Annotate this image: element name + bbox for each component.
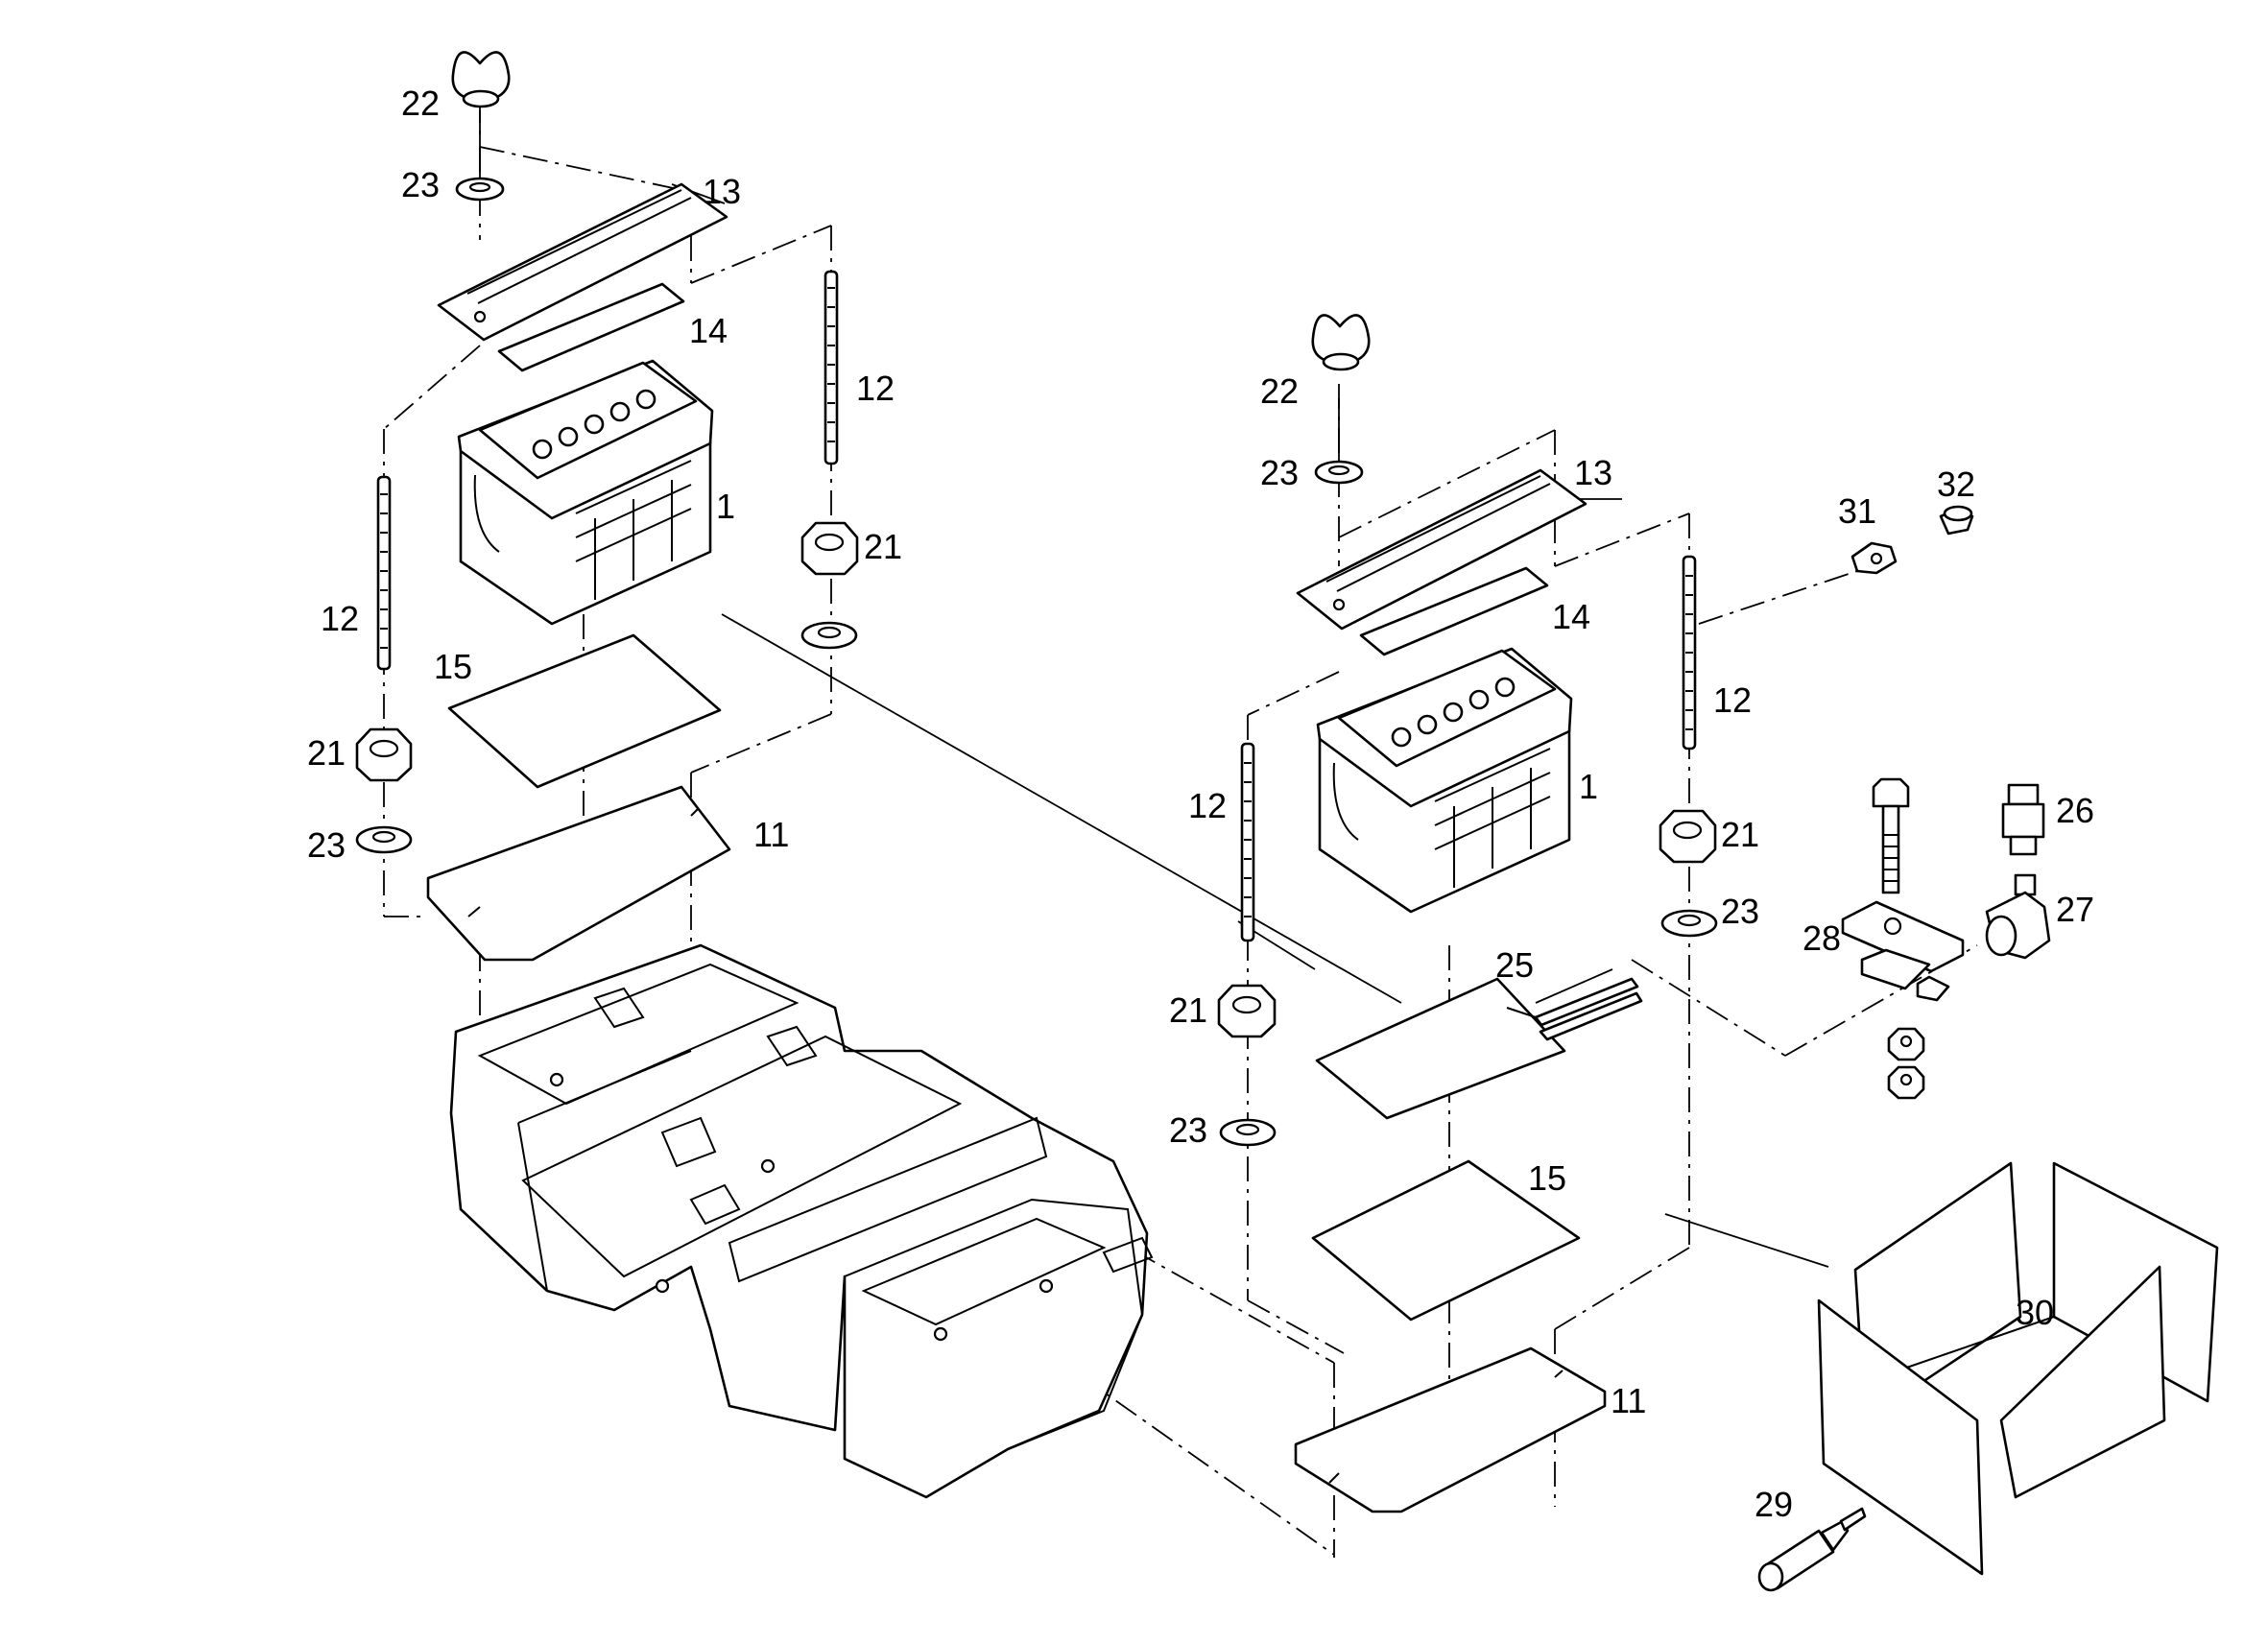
washer-icon [1314, 460, 1364, 485]
callout-21: 21 [1169, 990, 1207, 1030]
callout-30: 30 [2016, 1293, 2054, 1332]
battery-icon [457, 359, 714, 626]
hex-nut-icon [1217, 984, 1277, 1038]
callout-23: 23 [307, 825, 346, 865]
callout-12: 12 [856, 369, 895, 408]
clamp-pad [1359, 566, 1549, 656]
callout-1: 1 [1579, 767, 1598, 806]
insulation-box-icon [1817, 1161, 2219, 1576]
callout-12: 12 [1713, 680, 1752, 720]
callout-22: 22 [1260, 371, 1299, 411]
threaded-rod-icon [1240, 742, 1255, 942]
washer-icon [455, 177, 505, 202]
threaded-rod-icon [376, 475, 392, 671]
heater-plate [1315, 977, 1643, 1120]
grease-tube-icon [1757, 1507, 1867, 1592]
bolt-icon [1872, 777, 1910, 894]
callout-14: 14 [689, 311, 728, 350]
callout-12: 12 [1188, 786, 1227, 825]
hex-nut-icon [1887, 1065, 1925, 1100]
callout-23: 23 [1721, 892, 1759, 931]
callout-26: 26 [2056, 791, 2094, 830]
callout-11: 11 [1611, 1381, 1646, 1420]
callout-23: 23 [401, 165, 440, 204]
battery-cell-caps [532, 389, 657, 460]
cable-clamp-icon [1841, 900, 1965, 1002]
battery-mat [1311, 1159, 1581, 1322]
washer-icon [800, 621, 858, 650]
accessory-parts [1757, 505, 2219, 1592]
callout-32: 32 [1937, 465, 1975, 504]
callout-15: 15 [434, 647, 472, 686]
chassis-frame [449, 943, 1154, 1499]
washer-icon [1219, 1118, 1277, 1147]
callout-12: 12 [321, 599, 359, 638]
callout-21: 21 [864, 527, 902, 566]
elbow-fitting-icon [1985, 873, 2051, 960]
left-battery-assembly [355, 51, 1154, 1499]
callout-11: 11 [753, 815, 789, 854]
right-battery-assembly [1217, 314, 1718, 1513]
callout-22: 22 [401, 83, 440, 123]
cable-connector-icon [1850, 541, 1898, 575]
callout-21: 21 [307, 733, 346, 773]
callout-28: 28 [1802, 918, 1841, 958]
callout-1: 1 [716, 487, 735, 526]
battery-icon [1316, 647, 1573, 914]
hold-down-clamp [1296, 468, 1588, 631]
hold-down-clamp [437, 182, 728, 342]
battery-mat [447, 633, 722, 789]
washer-icon [355, 825, 413, 854]
callout-labels: 22 23 13 14 12 1 21 12 15 21 23 11 22 23… [307, 83, 2094, 1524]
callout-13: 13 [703, 172, 741, 211]
wing-nut-icon [1311, 314, 1371, 371]
hex-nut-icon [1659, 809, 1717, 864]
callout-29: 29 [1755, 1485, 1793, 1524]
hex-nut-icon [1887, 1027, 1925, 1061]
threaded-rod-icon [1682, 555, 1697, 751]
hex-nut-icon [800, 521, 859, 576]
callout-13: 13 [1574, 453, 1612, 492]
threaded-rod-icon [824, 270, 839, 465]
callout-23: 23 [1169, 1110, 1207, 1150]
battery-tray [1294, 1346, 1607, 1513]
battery-tray [426, 785, 731, 962]
hex-nut-icon [355, 727, 413, 782]
clamp-pad [497, 282, 685, 372]
callout-25: 25 [1495, 945, 1534, 985]
callout-14: 14 [1552, 597, 1590, 636]
washer-icon [1660, 909, 1718, 938]
wing-nut-icon [451, 51, 511, 108]
battery-cell-caps [1391, 677, 1516, 748]
callout-31: 31 [1838, 491, 1876, 531]
callout-21: 21 [1721, 815, 1759, 854]
callout-15: 15 [1528, 1158, 1566, 1198]
screw-icon [1939, 505, 1974, 536]
fitting-icon [2001, 783, 2045, 856]
callout-27: 27 [2056, 890, 2094, 929]
callout-23: 23 [1260, 453, 1299, 492]
